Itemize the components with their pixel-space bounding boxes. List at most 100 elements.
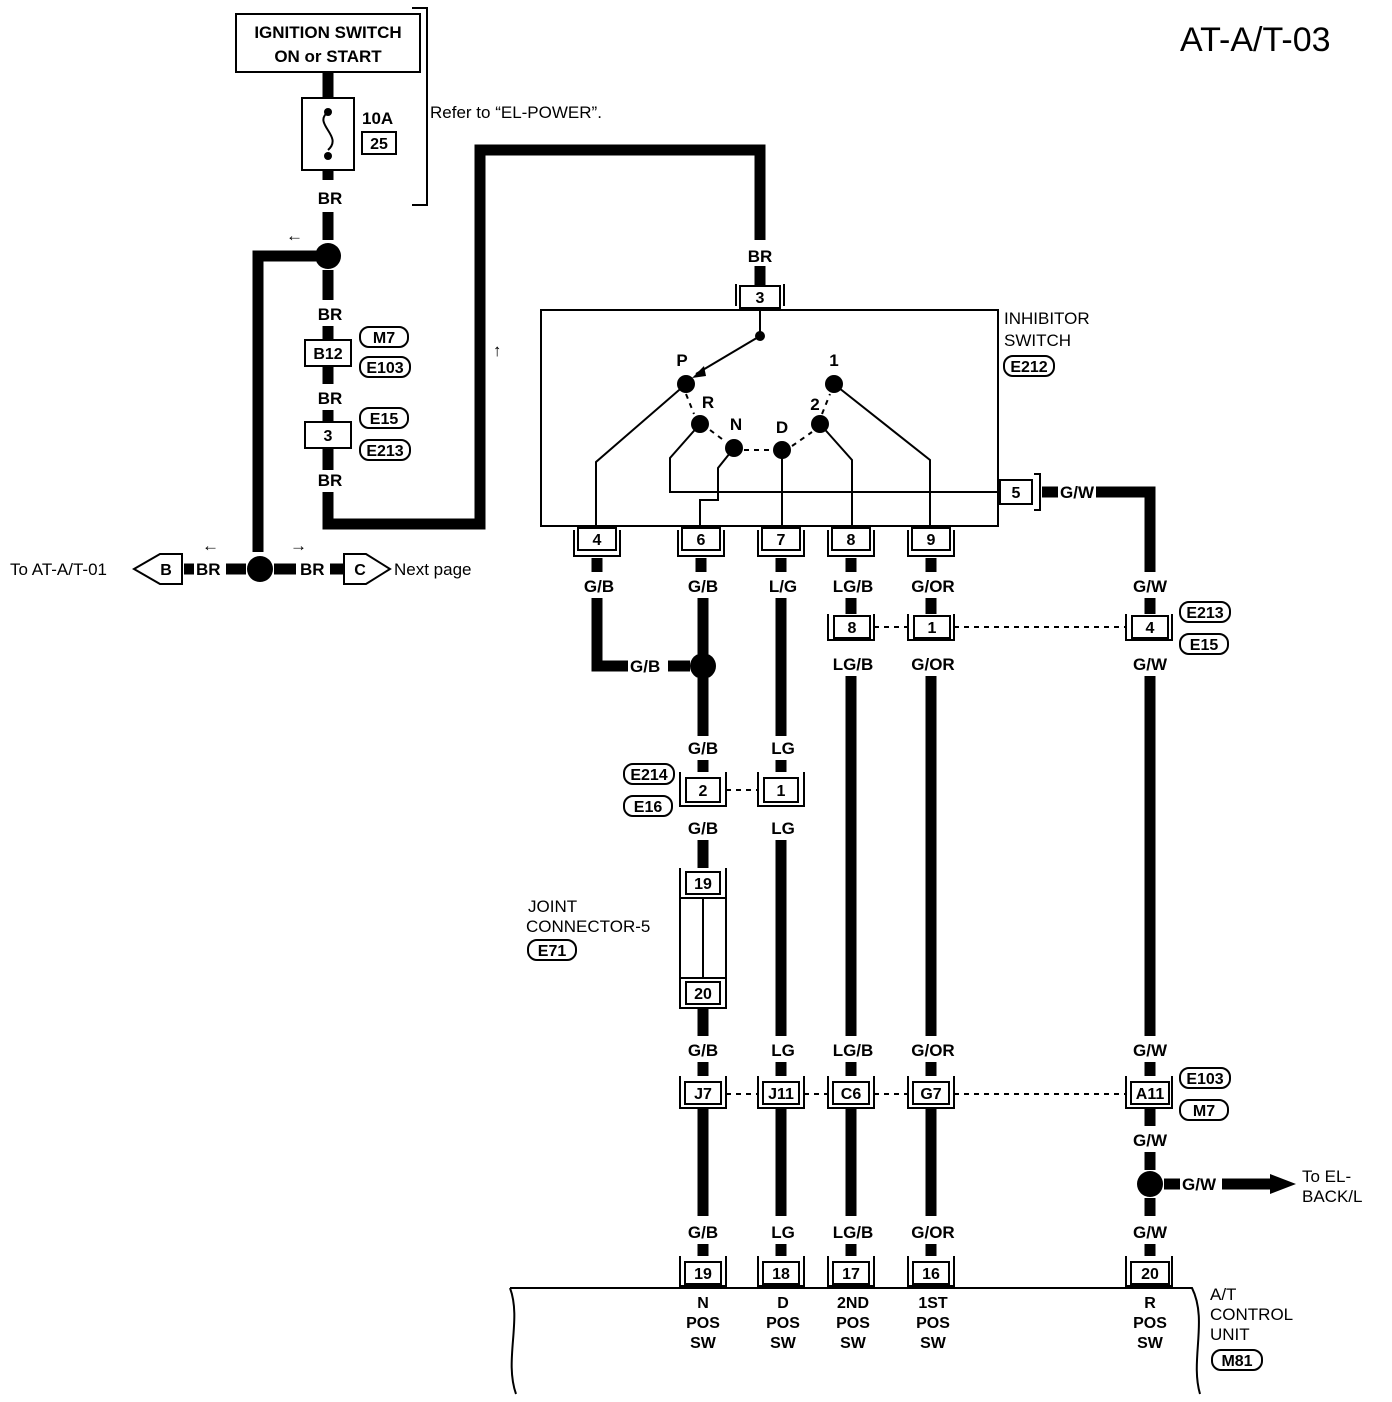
joint-label-1: JOINT <box>528 897 577 916</box>
wire-label-gw-7: G/W <box>1133 1223 1168 1242</box>
fuse-rating: 10A <box>362 109 393 128</box>
splice-br-bottom <box>247 556 273 582</box>
svg-text:J11: J11 <box>768 1086 794 1103</box>
svg-text:16: 16 <box>922 1266 940 1283</box>
link-right-text: Next page <box>394 560 472 579</box>
svg-text:←: ← <box>202 536 219 555</box>
joint-pin-19: 19 <box>694 876 712 893</box>
wire-label-gw-6: G/W <box>1182 1175 1217 1194</box>
svg-text:R: R <box>702 393 714 412</box>
selector-arm <box>695 335 761 375</box>
wire-label-gb-5: G/B <box>688 819 718 838</box>
link-c-letter: C <box>354 562 366 579</box>
link-c-arrow <box>343 553 392 585</box>
connector-e214: E214 <box>630 767 667 784</box>
connector-e16: E16 <box>634 799 663 816</box>
svg-text:D: D <box>777 1295 789 1312</box>
conn2-pin-2: 2 <box>699 783 708 800</box>
wire-label-gor-2: G/OR <box>911 655 954 674</box>
svg-text:POS: POS <box>766 1315 800 1332</box>
wire-br-left-branch <box>252 250 316 552</box>
wire-label-lgb-2: LG/B <box>833 655 874 674</box>
wire-label-gb-4: G/B <box>688 739 718 758</box>
svg-text:→: → <box>485 343 504 360</box>
svg-text:←: ← <box>286 226 303 245</box>
svg-text:G7: G7 <box>920 1086 941 1103</box>
connector-e213: E213 <box>366 443 403 460</box>
row-conn-m7: M7 <box>1193 1103 1215 1120</box>
connector-row-m7-e103: J7 J11 C6 G7 A11 <box>679 1076 1173 1109</box>
tcu-label-1: A/T <box>1210 1285 1236 1304</box>
wire-label-gor-4: G/OR <box>911 1223 954 1242</box>
tcu-body <box>509 1287 1201 1395</box>
splice-br-top <box>315 243 341 269</box>
mid-conn-4: 4 <box>1146 620 1155 637</box>
link-back-l-2: BACK/L <box>1302 1187 1362 1206</box>
wire-label-br-2: BR <box>318 305 343 324</box>
wire-label-gb-7: G/B <box>688 1223 718 1242</box>
arrow-to-back-l <box>1270 1174 1296 1194</box>
wire-label-lgb-3: LG/B <box>833 1041 874 1060</box>
wire-label-lgb-1: LG/B <box>833 577 874 596</box>
wire-label-gw-3: G/W <box>1133 655 1168 674</box>
tcu-label-2: CONTROL <box>1210 1305 1293 1324</box>
inhibitor-pin-3: 3 <box>756 290 765 307</box>
fuse-number: 25 <box>370 136 388 153</box>
wire-label-gw-4: G/W <box>1133 1041 1168 1060</box>
svg-text:SW: SW <box>770 1335 797 1352</box>
svg-text:18: 18 <box>772 1266 790 1283</box>
joint-pin-20: 20 <box>694 986 712 1003</box>
ignition-switch-label-2: ON or START <box>274 47 382 66</box>
wire-label-br-5: BR <box>748 247 773 266</box>
connector-pin-3: 3 <box>324 428 333 445</box>
svg-text:A11: A11 <box>1136 1086 1165 1103</box>
link-left-text: To AT-A/T-01 <box>10 560 107 579</box>
svg-text:SW: SW <box>840 1335 867 1352</box>
svg-text:1: 1 <box>829 351 838 370</box>
connector-m81: M81 <box>1221 1353 1252 1370</box>
wire-label-br-1: BR <box>318 189 343 208</box>
splice-gb <box>690 653 716 679</box>
wire-label-br-left: BR <box>196 560 221 579</box>
wire-label-lgb-4: LG/B <box>833 1223 874 1242</box>
wire-label-gb-6: G/B <box>688 1041 718 1060</box>
connector-b12: B12 <box>313 346 342 363</box>
svg-text:D: D <box>776 418 788 437</box>
wire-label-lg-4: LG <box>771 1223 795 1242</box>
svg-text:2ND: 2ND <box>837 1295 869 1312</box>
svg-text:7: 7 <box>777 532 786 549</box>
wire-label-gb-3: G/B <box>630 657 660 676</box>
wire-label-lg-2: LG <box>771 819 795 838</box>
svg-text:→: → <box>290 536 307 555</box>
svg-text:SW: SW <box>690 1335 717 1352</box>
joint-label-2: CONNECTOR-5 <box>526 917 650 936</box>
ignition-switch-label-1: IGNITION SWITCH <box>254 23 401 42</box>
inhibitor-pin-5: 5 <box>1012 485 1021 502</box>
connector-e71: E71 <box>538 943 567 960</box>
svg-text:POS: POS <box>916 1315 950 1332</box>
wire-br-to-inhibitor <box>322 144 766 530</box>
wire-label-br-right: BR <box>300 560 325 579</box>
wire-label-br-3: BR <box>318 389 343 408</box>
mid-conn-e15: E15 <box>1190 637 1219 654</box>
wire-label-gor-3: G/OR <box>911 1041 954 1060</box>
wire-label-gw-1: G/W <box>1060 483 1095 502</box>
svg-text:8: 8 <box>847 532 856 549</box>
svg-text:6: 6 <box>697 532 706 549</box>
splice-gw <box>1137 1171 1163 1197</box>
wire-label-gw-5: G/W <box>1133 1131 1168 1150</box>
row-conn-e103: E103 <box>1186 1071 1223 1088</box>
svg-text:J7: J7 <box>694 1086 712 1103</box>
mid-conn-e213: E213 <box>1186 605 1223 622</box>
svg-text:POS: POS <box>686 1315 720 1332</box>
inhibitor-switch-box <box>540 309 999 527</box>
mid-conn-8: 8 <box>848 620 857 637</box>
svg-text:POS: POS <box>836 1315 870 1332</box>
fuse-note: Refer to “EL-POWER”. <box>430 103 602 122</box>
svg-text:R: R <box>1144 1295 1156 1312</box>
fuse-icon <box>322 111 334 151</box>
wire-label-lg-3: LG <box>771 1041 795 1060</box>
svg-text:1ST: 1ST <box>918 1295 948 1312</box>
connector-e103: E103 <box>366 360 403 377</box>
